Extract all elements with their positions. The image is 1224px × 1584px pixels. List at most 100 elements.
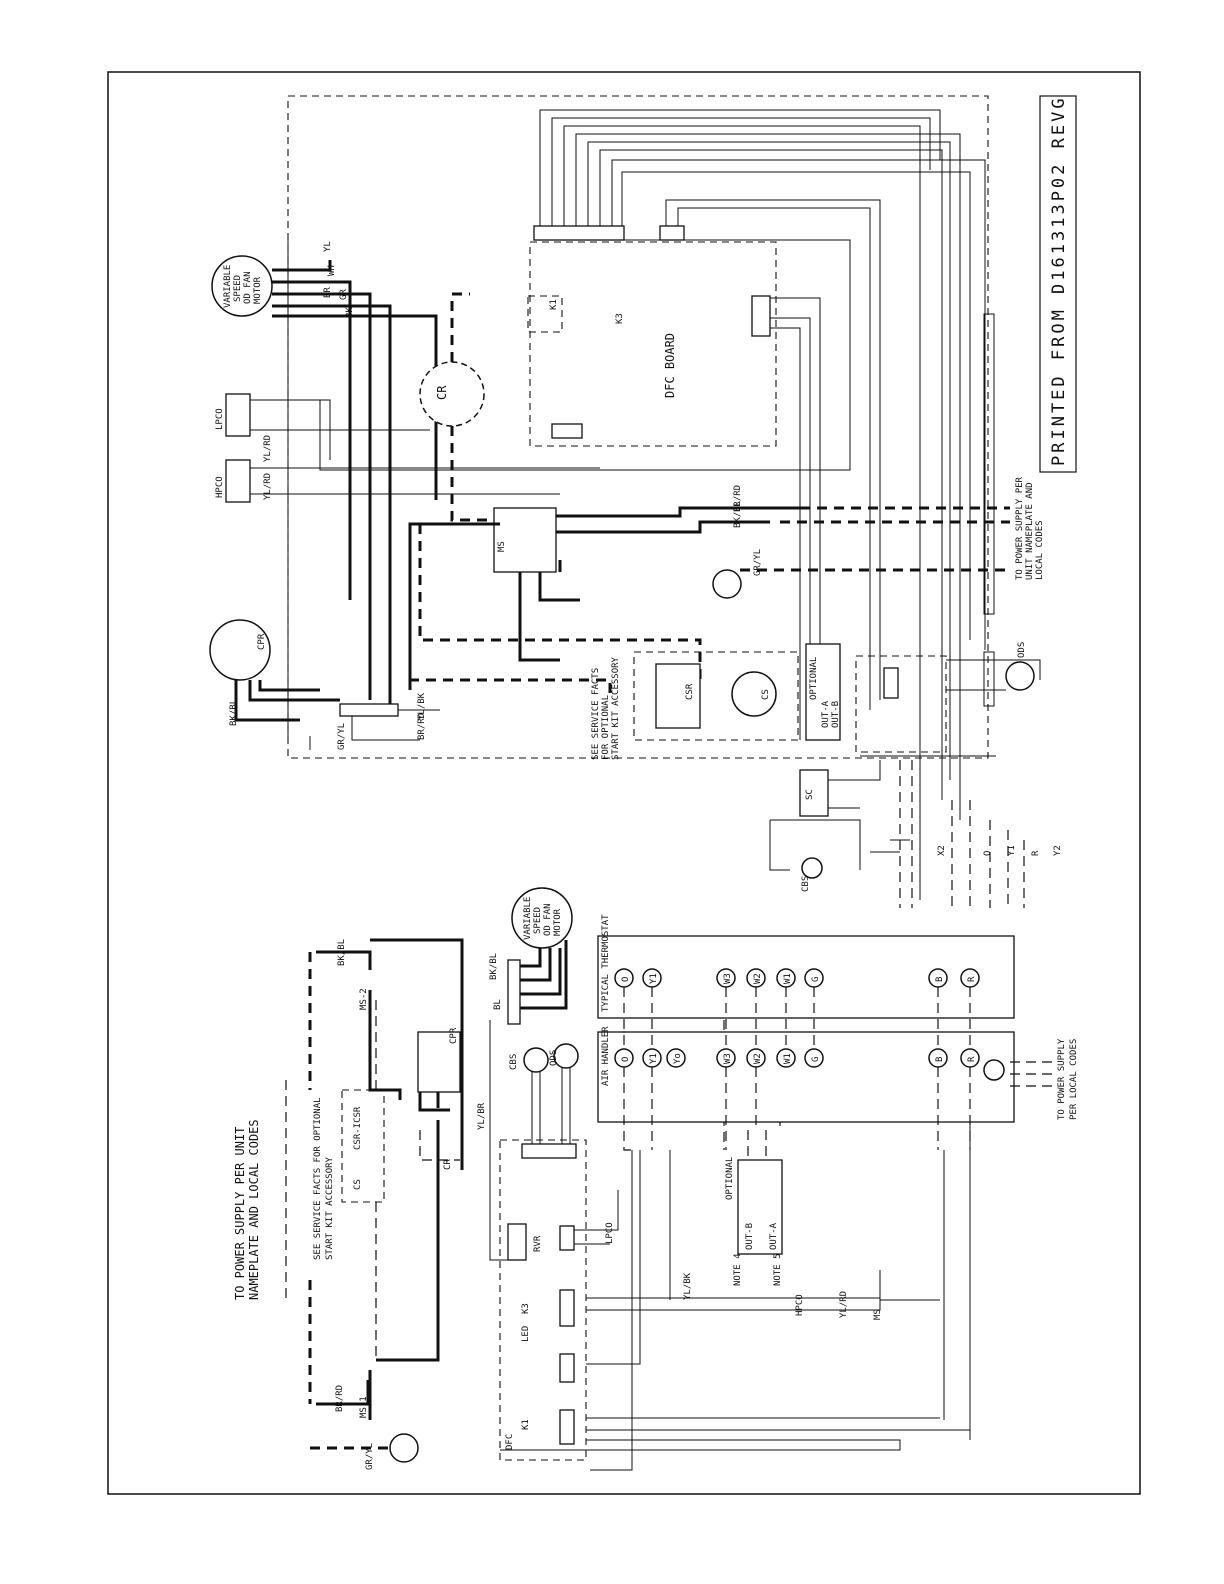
field-o: O xyxy=(983,851,993,856)
cbs-top-label: CBS xyxy=(801,876,811,892)
ms2-label: MS-2 xyxy=(359,988,369,1010)
ground-symbol-top xyxy=(712,569,742,599)
cbs-ods-plug xyxy=(521,1143,577,1159)
wire-br-rd-top: BR/RD xyxy=(733,485,743,512)
ods-sensor-top xyxy=(1005,661,1035,691)
k1-plug2-bottom xyxy=(559,1409,575,1445)
wire-bk-bl-cpr: BK/BL xyxy=(229,699,239,726)
wire-yl-top: YL xyxy=(323,241,333,252)
svg-text:B: B xyxy=(935,1057,945,1062)
ods-plug-top xyxy=(883,667,899,699)
optional-top-a: OPTIONAL xyxy=(809,657,819,700)
svg-text:W1: W1 xyxy=(783,1053,793,1064)
cbs-bottom-label: CBS xyxy=(509,1054,519,1070)
svg-text:O: O xyxy=(621,977,631,982)
wire-bl-tb: BL xyxy=(493,999,503,1010)
page-border xyxy=(107,71,1141,1495)
lpco-plug xyxy=(659,225,685,241)
ms1-label: MS-1 xyxy=(359,1396,369,1418)
lpco-plug-bottom xyxy=(559,1225,575,1251)
out-a-top: OUT-A xyxy=(821,700,831,728)
cr-relay-top xyxy=(419,361,485,427)
svg-text:OD FAN: OD FAN xyxy=(243,271,253,304)
start-kit-box-top xyxy=(633,651,799,741)
svg-text:R: R xyxy=(967,976,977,982)
cs-top-label: CS xyxy=(761,689,771,700)
dfc-board xyxy=(529,241,777,447)
wire-gr-top: GR xyxy=(339,289,349,300)
csr-top xyxy=(655,663,701,729)
power-note-right-1: TO POWER SUPPLY xyxy=(1057,1038,1067,1120)
k1-plug-bottom xyxy=(559,1353,575,1383)
cs-top xyxy=(731,671,777,717)
od-fan-motor-bottom xyxy=(511,887,573,949)
wire-gr-yl-bottom: GR/YL xyxy=(365,1443,375,1470)
rvr-bottom xyxy=(507,1223,527,1261)
wire-wh-top: WH xyxy=(327,265,337,276)
svg-text:MOTOR: MOTOR xyxy=(553,908,563,936)
svg-text:G: G xyxy=(811,977,821,982)
lpco-top-label: LPCO xyxy=(215,408,225,430)
thermostat-title: TYPICAL THERMOSTAT xyxy=(601,914,611,1012)
out-a-bottom: OUT-A xyxy=(769,1222,779,1250)
wire-yl-rd-a: YL/RD xyxy=(263,435,273,462)
cr-bottom-label: CR xyxy=(443,1159,453,1170)
wire-yl-rd-bottom: YL/RD xyxy=(839,1291,849,1318)
air-handler-title: AIR HANDLER xyxy=(601,1026,611,1086)
svg-text:G: G xyxy=(811,1057,821,1062)
field-y2: Y2 xyxy=(1053,845,1063,856)
power-note-top-2: UNIT NAMEPLATE AND xyxy=(1025,482,1035,580)
ms-top-label: MS xyxy=(497,541,507,552)
svg-text:O: O xyxy=(621,1057,631,1062)
csr-bottom-label: CSR-ICSR xyxy=(353,1106,363,1150)
svg-text:Yo: Yo xyxy=(673,1053,683,1064)
cbs-sensor-top xyxy=(801,857,823,879)
svg-text:B: B xyxy=(935,977,945,982)
ms-bottom-label: MS xyxy=(873,1309,883,1320)
power-ground-right xyxy=(983,1059,1005,1081)
power-note-bottom-2: NAMEPLATE AND LOCAL CODES xyxy=(247,1119,261,1300)
hpco-bottom-label: HPCO xyxy=(795,1294,805,1316)
air-handler-box xyxy=(597,1031,1015,1123)
note4-label: NOTE 4 xyxy=(733,1253,743,1286)
wire-br-top: BR xyxy=(323,287,333,298)
svg-text:VARIABLE: VARIABLE xyxy=(223,265,233,308)
wire-yl-bk-bottom: YL/BK xyxy=(683,1272,693,1300)
field-r: R xyxy=(1031,850,1041,856)
csr-top-label: CSR xyxy=(685,683,695,700)
wire-bk-bl-tb: BK/BL xyxy=(489,953,499,980)
thermostat-terminals: O Y1 W3 W2 W1 G B R xyxy=(614,968,980,988)
led-label: LED xyxy=(521,1326,531,1342)
optional-outputs-top xyxy=(805,643,841,741)
ms-contactor-top xyxy=(493,507,557,573)
svg-text:W3: W3 xyxy=(723,1053,733,1064)
ground-symbol-bottom xyxy=(389,1433,419,1463)
wire-bk-top: BK xyxy=(345,307,355,318)
od-fan-motor-top xyxy=(211,255,273,317)
out-b-top: OUT-B xyxy=(831,701,841,728)
wire-yl-br-bottom: YL/BR xyxy=(477,1102,487,1130)
svg-text:VARIABLE: VARIABLE xyxy=(523,897,533,940)
print-stamp: PRINTED FROM D161313P02 REVG xyxy=(1039,95,1077,473)
start-kit-box-bottom xyxy=(341,1089,385,1203)
out-b-bottom: OUT-B xyxy=(745,1223,755,1250)
field-x2: X2 xyxy=(937,845,947,856)
k3-label: K3 xyxy=(615,313,625,324)
od-fan-motor-bottom-label: VARIABLE SPEED OD FAN MOTOR xyxy=(523,897,563,940)
svg-text:W1: W1 xyxy=(783,973,793,984)
ods-bottom-label: ODS xyxy=(549,1050,559,1066)
k1-bottom-label: K1 xyxy=(521,1419,531,1430)
print-stamp-text: PRINTED FROM D161313P02 REVG xyxy=(1049,95,1069,466)
service-note-top-3: START KIT ACCESSORY xyxy=(611,656,621,760)
k3-bottom-label: K3 xyxy=(521,1303,531,1314)
cs-bottom-label: CS xyxy=(353,1179,363,1190)
wire-br-rd-tb: BR/RD xyxy=(417,713,427,740)
note5-label: NOTE 5 xyxy=(773,1253,783,1286)
svg-text:SPEED: SPEED xyxy=(233,275,243,302)
cpr-bottom xyxy=(417,1031,461,1093)
service-note-bottom-2: START KIT ACCESSORY xyxy=(325,1156,335,1260)
svg-text:W2: W2 xyxy=(753,1053,763,1064)
field-y1: Y1 xyxy=(1007,845,1017,856)
dfc-bottom-box xyxy=(499,1139,587,1461)
